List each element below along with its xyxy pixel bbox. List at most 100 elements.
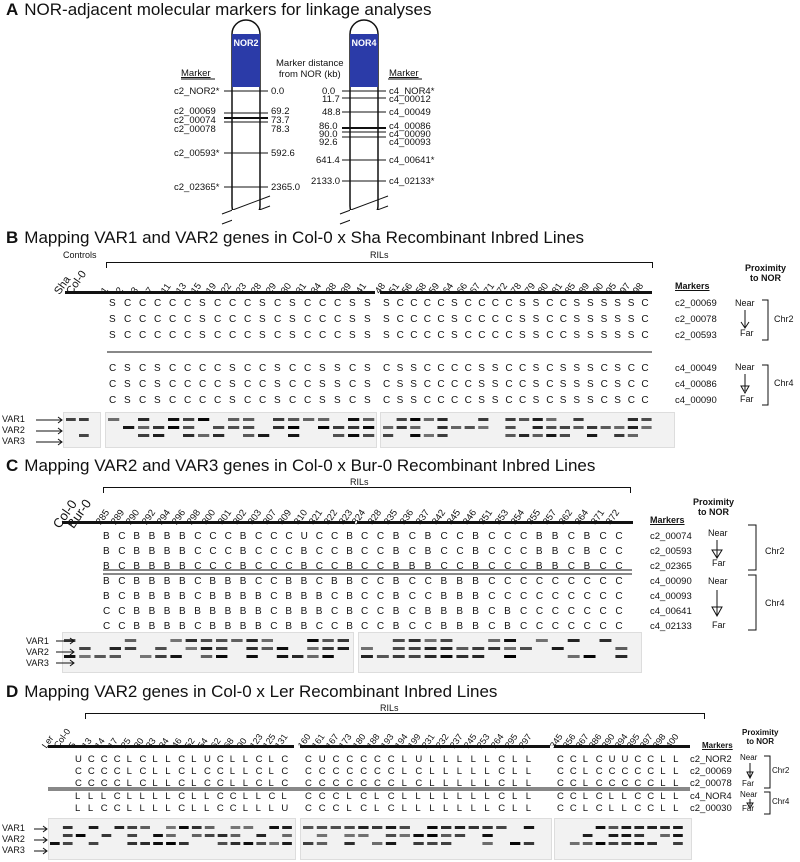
genotype-call: B (224, 591, 232, 602)
gel-band (183, 434, 195, 437)
nor2-label: NOR2 (233, 38, 258, 48)
genotype-call: C (361, 606, 369, 617)
chr2-marker-distance: 69.2 (271, 106, 290, 117)
genotype-call: C (216, 803, 224, 814)
genotype-call: L (242, 778, 248, 789)
genotype-call: B (535, 546, 543, 557)
genotype-call: L (165, 778, 171, 789)
gel-band (621, 826, 632, 829)
genotype-call: B (209, 591, 217, 602)
gel-band (216, 655, 228, 658)
genotype-call: C (408, 591, 416, 602)
chr4-marker-distance: 92.6 (319, 137, 338, 148)
genotype-call: B (440, 591, 448, 602)
gel-band (437, 418, 448, 421)
genotype-call: C (214, 314, 222, 325)
genotype-call: C (504, 546, 512, 557)
gel-band (183, 418, 195, 421)
genotype-call: C (559, 298, 568, 309)
gel-band (185, 647, 197, 650)
gel-band (440, 639, 453, 642)
gel-band (410, 418, 421, 421)
genotype-call: B (285, 621, 293, 632)
genotype-call: B (224, 576, 232, 587)
gel-band (318, 418, 330, 421)
gel-band (50, 842, 60, 845)
genotype-call: C (100, 803, 108, 814)
genotype-call: C (634, 791, 642, 802)
genotype-call: C (349, 395, 357, 406)
gel-band (608, 834, 619, 837)
genotype-call: C (169, 395, 177, 406)
genotype-call: C (315, 576, 324, 587)
genotype-call: C (535, 576, 544, 587)
genotype-call: C (304, 395, 312, 406)
gel-band (363, 426, 375, 429)
gel-band (217, 834, 228, 837)
gel-band (660, 826, 670, 829)
gel-band (155, 655, 167, 658)
genotype-call: C (464, 363, 472, 374)
genotype-call: C (319, 298, 327, 309)
genotype-call: C (599, 531, 607, 542)
genotype-call: S (451, 314, 458, 325)
genotype-call: C (410, 330, 418, 341)
gel-band (478, 426, 489, 429)
gel-band (303, 842, 314, 845)
genotype-call: C (627, 363, 636, 374)
genotype-call: L (152, 754, 158, 765)
genotype-call: B (255, 621, 262, 632)
gel-band (243, 418, 255, 421)
genotype-call: L (191, 754, 197, 765)
genotype-call: C (216, 778, 224, 789)
nor2-region (232, 34, 260, 87)
gel-band (440, 655, 453, 658)
genotype-call: C (194, 621, 202, 632)
genotype-call: C (634, 766, 642, 777)
gel-band (261, 647, 273, 650)
genotype-call: C (87, 754, 95, 765)
genotype-call: C (595, 754, 603, 765)
gel-band (599, 639, 612, 642)
genotype-call: C (424, 621, 432, 632)
genotype-call: B (179, 546, 186, 557)
genotype-call: S (319, 395, 326, 406)
genotype-call: C (194, 546, 202, 557)
gel-band (410, 434, 421, 437)
genotype-call: S (154, 379, 161, 390)
genotype-call: L (401, 754, 407, 765)
genotype-call: C (113, 803, 121, 814)
gel-band (482, 842, 493, 845)
genotype-call: S (124, 363, 131, 374)
genotype-call: S (614, 314, 621, 325)
genotype-call: S (519, 314, 526, 325)
gel-band (166, 842, 176, 845)
genotype-call: C (551, 591, 560, 602)
genotype-call: L (139, 803, 145, 814)
gel-band (456, 647, 469, 650)
genotype-call: L (525, 778, 532, 789)
genotype-call: B (346, 531, 353, 542)
gel-band (567, 655, 580, 658)
genotype-call: C (641, 395, 649, 406)
genotype-call: S (349, 298, 356, 309)
genotype-call: S (532, 330, 540, 341)
marker-name: c4_00641 (650, 606, 692, 617)
chr2-marker-distance: 78.3 (271, 124, 290, 135)
genotype-call: S (410, 363, 417, 374)
genotype-call: C (332, 766, 340, 777)
genotype-call: C (599, 606, 607, 617)
genotype-call: C (615, 591, 623, 602)
genotype-call: B (535, 531, 543, 542)
genotype-call: S (109, 298, 116, 309)
genotype-call: C (331, 531, 339, 542)
genotype-call: C (285, 531, 293, 542)
genotype-call: C (319, 314, 327, 325)
genotype-call: B (300, 621, 308, 632)
gel-band (519, 434, 530, 437)
genotype-call: L (582, 754, 589, 765)
genotype-call: C (615, 576, 623, 587)
genotype-call: C (360, 791, 368, 802)
